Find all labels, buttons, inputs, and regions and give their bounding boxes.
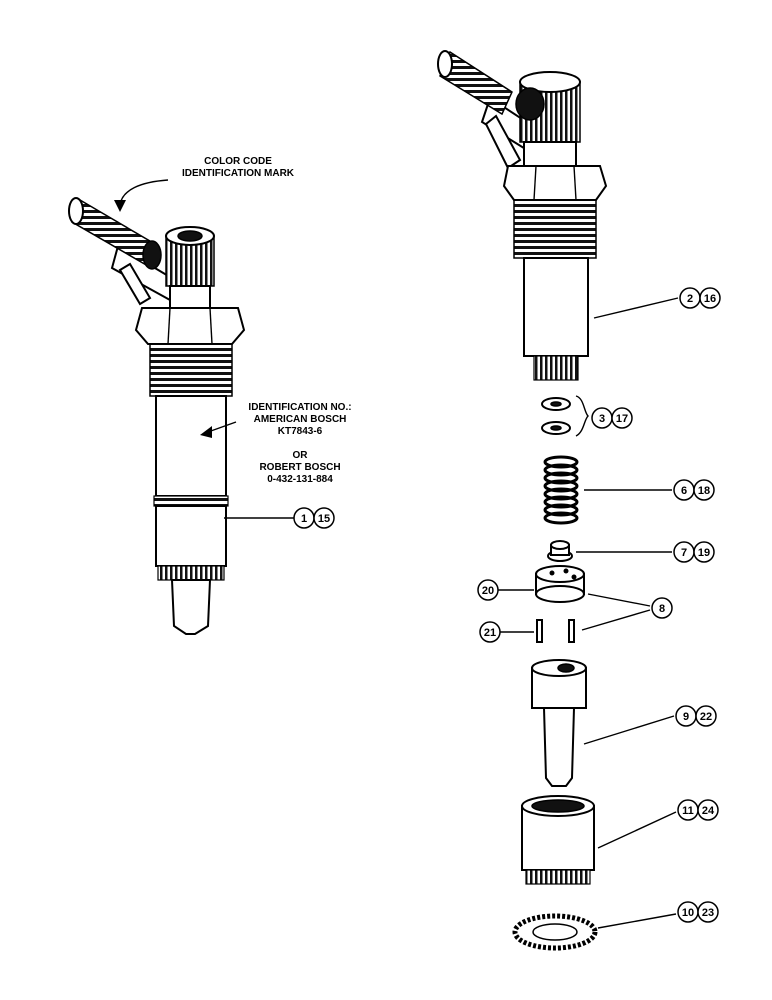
callout-16: 16 <box>699 287 721 309</box>
callout-20: 20 <box>477 579 499 601</box>
svg-text:6: 6 <box>681 485 687 497</box>
spring <box>543 455 579 525</box>
callout-3: 3 <box>591 407 613 429</box>
seal-washer <box>512 913 598 951</box>
id-no-label-6: 0-432-131-884 <box>267 474 333 485</box>
svg-text:9: 9 <box>683 711 689 723</box>
callout-18: 18 <box>693 479 715 501</box>
svg-text:3: 3 <box>599 413 605 425</box>
leader-9 <box>583 715 675 745</box>
id-no-arrow <box>207 421 237 433</box>
color-code-label-1: COLOR CODE <box>204 156 272 167</box>
id-no-label-1: IDENTIFICATION NO.: <box>248 402 351 413</box>
dowel-pins <box>536 619 575 643</box>
id-no-label-5: ROBERT BOSCH <box>259 462 340 473</box>
svg-text:10: 10 <box>682 907 694 919</box>
nozzle <box>531 659 587 787</box>
cylinder-body-left <box>153 395 229 581</box>
svg-text:18: 18 <box>698 485 710 497</box>
callout-8: 8 <box>651 597 673 619</box>
svg-text:2: 2 <box>687 293 693 305</box>
assembled-injector <box>68 197 246 635</box>
shims <box>541 397 571 435</box>
threaded-body-left <box>149 343 233 397</box>
callout-6: 6 <box>673 479 695 501</box>
nozzle-nut <box>521 795 595 885</box>
svg-text:15: 15 <box>318 513 330 525</box>
svg-text:22: 22 <box>700 711 712 723</box>
callout-2: 2 <box>679 287 701 309</box>
svg-text:21: 21 <box>484 627 496 639</box>
leader-2 <box>593 297 679 319</box>
injector-body-upper <box>437 50 608 381</box>
id-no-label-3: KT7843-6 <box>278 426 323 437</box>
callout-24: 24 <box>697 799 719 821</box>
callout-11: 11 <box>677 799 699 821</box>
svg-text:23: 23 <box>702 907 714 919</box>
nozzle-tip-left <box>170 579 212 635</box>
svg-text:16: 16 <box>704 293 716 305</box>
leader-8a <box>587 593 651 607</box>
callout-1: 1 <box>293 507 315 529</box>
callout-23: 23 <box>697 901 719 923</box>
spring-seat <box>547 540 573 562</box>
intermediate-plate <box>535 565 585 603</box>
svg-text:8: 8 <box>659 603 665 615</box>
inlet-fitting-left <box>68 197 177 306</box>
callout-17: 17 <box>611 407 633 429</box>
svg-text:24: 24 <box>702 805 715 817</box>
hex-body-left <box>134 307 246 345</box>
svg-text:20: 20 <box>482 585 494 597</box>
id-no-label-4: OR <box>293 450 309 461</box>
callout-10: 10 <box>677 901 699 923</box>
leader-8b <box>581 609 651 631</box>
color-code-label-2: IDENTIFICATION MARK <box>182 168 295 179</box>
svg-text:7: 7 <box>681 547 687 559</box>
callout-19: 19 <box>693 541 715 563</box>
callout-22: 22 <box>695 705 717 727</box>
id-no-label-2: AMERICAN BOSCH <box>254 414 347 425</box>
callout-9: 9 <box>675 705 697 727</box>
leader-11 <box>597 811 677 849</box>
svg-text:11: 11 <box>682 805 694 817</box>
color-code-arrow <box>119 179 169 206</box>
shim-bracket <box>575 395 589 437</box>
callout-7: 7 <box>673 541 695 563</box>
callout-15: 15 <box>313 507 335 529</box>
svg-text:1: 1 <box>301 513 307 525</box>
callout-21: 21 <box>479 621 501 643</box>
svg-text:19: 19 <box>698 547 710 559</box>
svg-text:17: 17 <box>616 413 628 425</box>
leader-10 <box>597 913 677 929</box>
top-nut-left <box>165 226 215 309</box>
